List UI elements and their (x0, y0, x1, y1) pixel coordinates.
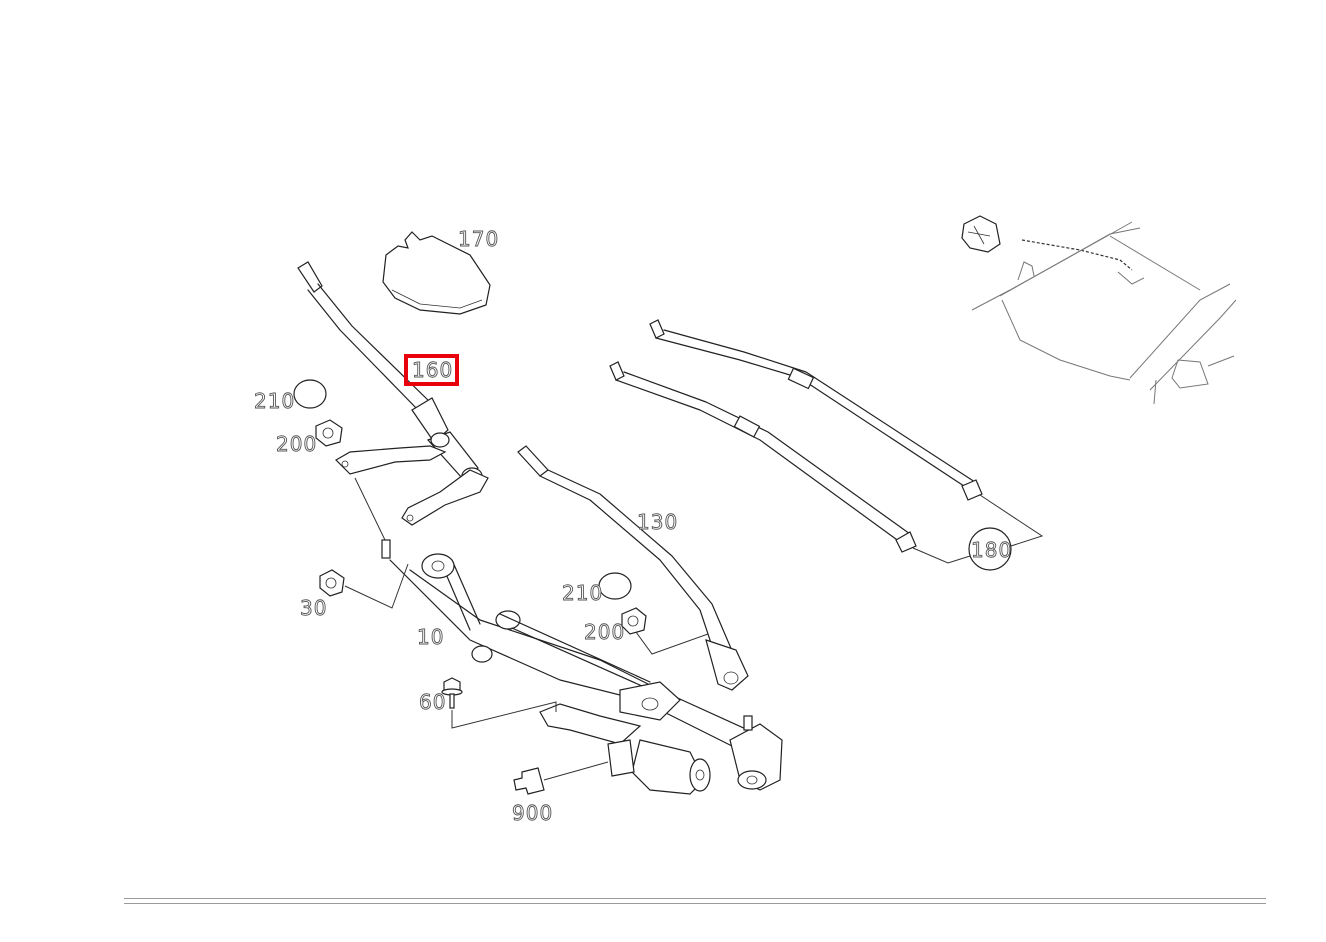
callout-160-selected[interactable]: 160 (412, 358, 454, 382)
callout-60[interactable]: 60 (419, 690, 447, 714)
leader-200-right (635, 631, 709, 655)
wiper-blades-180-drawing (609, 319, 1044, 571)
callout-10[interactable]: 10 (417, 625, 445, 649)
car-windshield-inset-drawing (961, 215, 1237, 405)
callout-210-left[interactable]: 210 (254, 389, 296, 413)
callout-200-right[interactable]: 200 (584, 620, 626, 644)
wiper-arm-160-drawing (297, 261, 489, 526)
cap-210-right-drawing (598, 572, 632, 600)
callout-130[interactable]: 130 (637, 510, 679, 534)
callout-180[interactable]: 180 (971, 538, 1013, 562)
wiper-arm-130-drawing (517, 445, 749, 691)
callout-200-left[interactable]: 200 (276, 432, 318, 456)
callout-210-right[interactable]: 210 (562, 581, 604, 605)
linkage-10-drawing (354, 477, 783, 795)
cap-210-left-drawing (293, 379, 327, 409)
nut-200-right-drawing (621, 607, 647, 635)
callout-30[interactable]: 30 (300, 596, 328, 620)
bolt-60-drawing (441, 677, 557, 729)
footer-divider (124, 898, 1266, 904)
nut-200-left-drawing (315, 419, 343, 447)
selected-part-highlight (404, 354, 459, 386)
connector-900-drawing (513, 761, 609, 795)
callout-170[interactable]: 170 (458, 227, 500, 251)
callout-900[interactable]: 900 (512, 801, 554, 825)
cover-170-drawing (382, 231, 491, 315)
nut-30-drawing (319, 563, 409, 609)
